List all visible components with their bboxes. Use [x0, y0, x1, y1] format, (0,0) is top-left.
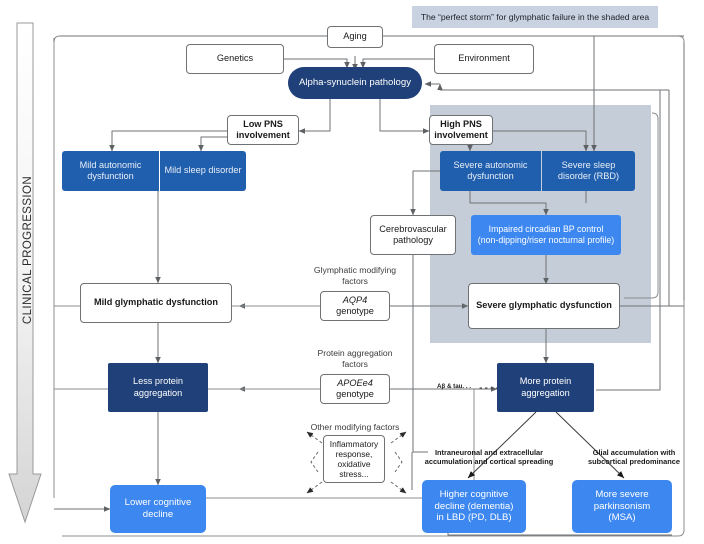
node-cerebrovascular-pathology[interactable]: Cerebrovascular pathology	[370, 215, 456, 255]
node-more-protein-aggregation[interactable]: More protein aggregation	[497, 363, 594, 412]
caption-protein-aggregation-factors: Protein aggregation factors	[317, 348, 393, 369]
caption-intraneuronal-spreading: Intraneuronal and extracellular accumula…	[424, 448, 554, 467]
caption-glymphatic-modifying-factors: Glymphatic modifying factors	[313, 265, 397, 286]
node-inflammatory-response[interactable]: Inflammatory response, oxidative stress.…	[323, 435, 385, 483]
node-more-protein-label: More protein aggregation	[519, 376, 572, 398]
caption-ab-tau: Aβ & tau. . .	[437, 383, 472, 390]
node-more-severe-parkinsonism[interactable]: More severe parkinsonism (MSA)	[572, 480, 672, 533]
node-aging[interactable]: Aging	[327, 26, 383, 48]
caption-other-modifying-factors: Other modifying factors	[310, 422, 400, 432]
node-mild-autonomic-dysfunction[interactable]: Mild autonomic dysfunction	[62, 151, 159, 191]
node-apoe-suffix: genotype	[336, 389, 374, 399]
node-cerebrovascular-label: Cerebrovascular pathology	[379, 223, 447, 245]
node-mild-autonomic-label: Mild autonomic dysfunction	[79, 159, 142, 181]
node-impaired-bp-line1: Impaired circadian BP control	[488, 224, 604, 235]
node-higher-cognitive-decline[interactable]: Higher cognitive decline (dementia) in L…	[422, 480, 526, 533]
node-genetics[interactable]: Genetics	[186, 44, 284, 74]
node-low-pns-label: Low PNS involvement	[236, 118, 290, 140]
node-severe-glymphatic-dysfunction[interactable]: Severe glymphatic dysfunction	[468, 283, 620, 329]
node-apoee4-genotype[interactable]: APOEe4 genotype	[320, 374, 390, 404]
node-impaired-circadian-bp-control[interactable]: Impaired circadian BP control (non-dippi…	[471, 215, 621, 255]
node-environment-label: Environment	[458, 53, 510, 64]
node-apoe-gene: APOEe4	[337, 377, 373, 388]
node-alpha-synuclein-label: Alpha-synuclein pathology	[298, 77, 411, 89]
node-alpha-synuclein-pathology[interactable]: Alpha-synuclein pathology	[288, 67, 422, 99]
node-genetics-label: Genetics	[216, 53, 254, 64]
node-aqp4-suffix: genotype	[336, 306, 374, 316]
node-higher-cognitive-label: Higher cognitive decline (dementia) in L…	[434, 488, 514, 524]
clinical-progression-arrow: CLINICAL PROGRESSION	[8, 22, 42, 524]
node-aging-label: Aging	[343, 31, 367, 42]
node-mild-sleep-disorder[interactable]: Mild sleep disorder	[160, 151, 246, 191]
node-high-pns-label: High PNS involvement	[434, 118, 488, 140]
node-less-protein-aggregation[interactable]: Less protein aggregation	[108, 363, 208, 412]
node-mild-glymphatic-label: Mild glymphatic dysfunction	[93, 297, 219, 308]
node-high-pns-involvement[interactable]: High PNS involvement	[429, 115, 493, 145]
perfect-storm-banner: The “perfect storm” for glymphatic failu…	[412, 6, 658, 28]
node-aqp4-genotype[interactable]: AQP4 genotype	[320, 291, 390, 321]
node-lower-cognitive-decline[interactable]: Lower cognitive decline	[110, 485, 206, 533]
node-severe-autonomic-label: Severe autonomic dysfunction	[453, 159, 528, 181]
node-severe-sleep-label: Severe sleep disorder (RBD)	[557, 159, 620, 181]
node-severe-glymphatic-label: Severe glymphatic dysfunction	[476, 300, 612, 311]
node-severe-sleep-disorder[interactable]: Severe sleep disorder (RBD)	[542, 151, 635, 191]
caption-glial-accumulation: Glial accumulation with subcortical pred…	[588, 448, 680, 467]
node-more-parkinsonism-label: More severe parkinsonism (MSA)	[593, 488, 651, 524]
node-mild-glymphatic-dysfunction[interactable]: Mild glymphatic dysfunction	[80, 283, 232, 323]
node-less-protein-label: Less protein aggregation	[132, 376, 184, 398]
node-impaired-bp-line2: (non-dipping/riser nocturnal profile)	[477, 235, 615, 245]
node-mild-sleep-label: Mild sleep disorder	[164, 165, 242, 176]
node-inflammatory-label: Inflammatory response, oxidative stress.…	[329, 438, 379, 480]
node-environment[interactable]: Environment	[434, 44, 534, 74]
node-severe-autonomic-dysfunction[interactable]: Severe autonomic dysfunction	[440, 151, 541, 191]
node-low-pns-involvement[interactable]: Low PNS involvement	[227, 115, 299, 145]
node-lower-cognitive-label: Lower cognitive decline	[124, 497, 192, 520]
node-aqp4-gene: AQP4	[342, 294, 368, 305]
